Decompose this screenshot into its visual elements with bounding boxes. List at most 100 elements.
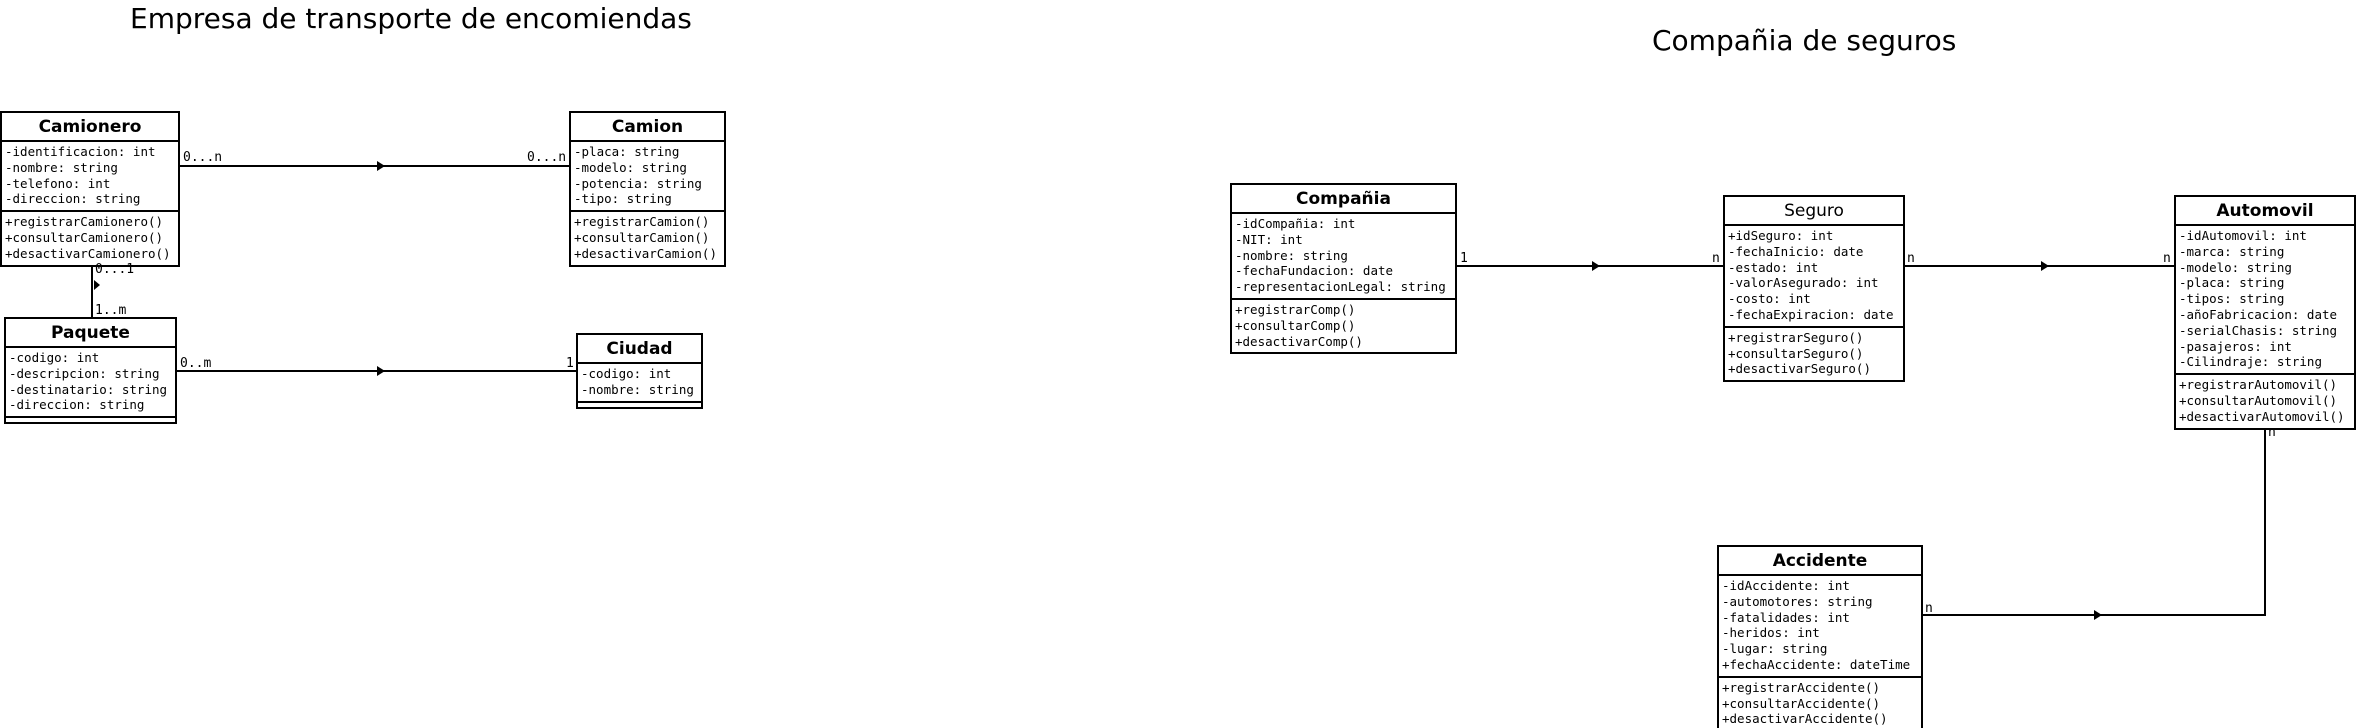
attribute: -modelo: string <box>574 159 687 175</box>
attribute: -automotores: string <box>1722 593 1873 609</box>
automovil-accidente-line <box>1922 425 2266 616</box>
method: +desactivarSeguro() <box>1728 361 1871 377</box>
method: +consultarAutomovil() <box>2179 392 2338 408</box>
class-camionero: Camionero -identificacion: int -nombre: … <box>0 111 180 267</box>
class-automovil: Automovil -idAutomovil: int -marca: stri… <box>2174 195 2356 430</box>
multiplicity-label: 1..m <box>95 303 127 318</box>
multiplicity-label: 1 <box>1460 251 1468 266</box>
attribute: -modelo: string <box>2179 259 2292 275</box>
attribute: -valorAsegurado: int <box>1728 275 1879 291</box>
method: +desactivarAutomovil() <box>2179 408 2345 424</box>
method: +registrarAccidente() <box>1722 679 1881 695</box>
multiplicity-label: 0...1 <box>95 262 135 277</box>
attribute: -serialChasis: string <box>2179 322 2338 338</box>
method: +desactivarComp() <box>1235 333 1363 349</box>
attributes-section: -codigo: int -descripcion: string -desti… <box>6 348 175 419</box>
attribute: -identificacion: int <box>5 144 156 159</box>
attribute: -lugar: string <box>1722 641 1828 657</box>
attribute: -placa: string <box>574 144 680 159</box>
class-name: Camionero <box>2 113 178 142</box>
multiplicity-label: 0..m <box>180 356 212 371</box>
attribute: -nombre: string <box>581 381 694 397</box>
attributes-section: -idCompañia: int -NIT: int -nombre: stri… <box>1232 214 1455 300</box>
class-accidente: Accidente -idAccidente: int -automotores… <box>1717 545 1923 728</box>
multiplicity-label: 0...n <box>183 150 223 165</box>
class-name: Camion <box>571 113 724 142</box>
multiplicity-label: n <box>1712 251 1720 266</box>
class-name: Automovil <box>2176 197 2354 226</box>
attributes-section: -idAutomovil: int -marca: string -modelo… <box>2176 226 2354 376</box>
multiplicity-label: 0...n <box>527 150 567 165</box>
attribute: -idAccidente: int <box>1722 578 1850 593</box>
methods-section: +registrarSeguro() +consultarSeguro() +d… <box>1725 328 1903 380</box>
class-name: Accidente <box>1719 547 1921 576</box>
method: +desactivarAccidente() <box>1722 711 1888 727</box>
diagram-title-transport: Empresa de transporte de encomiendas <box>130 2 692 35</box>
attribute: -idCompañia: int <box>1235 216 1356 231</box>
diagram-title-insurance: Compañia de seguros <box>1652 24 1957 57</box>
attribute: -estado: int <box>1728 259 1819 275</box>
class-compania: Compañia -idCompañia: int -NIT: int -nom… <box>1230 183 1457 355</box>
attribute: -tipo: string <box>574 191 672 207</box>
attribute: -telefono: int <box>5 175 111 191</box>
method: +consultarAccidente() <box>1722 695 1881 711</box>
attribute: +idSeguro: int <box>1728 228 1834 243</box>
attribute: -pasajeros: int <box>2179 338 2292 354</box>
class-name: Paquete <box>6 319 175 348</box>
direction-arrow <box>377 366 385 376</box>
methods-section: +registrarAutomovil() +consultarAutomovi… <box>2176 375 2354 427</box>
direction-arrow <box>2094 610 2102 620</box>
attribute: -placa: string <box>2179 275 2285 291</box>
class-name: Ciudad <box>578 335 701 364</box>
method: +registrarAutomovil() <box>2179 377 2338 393</box>
method: +desactivarCamion() <box>574 245 717 261</box>
multiplicity-label: n <box>2163 251 2171 266</box>
methods-section: +registrarCamionero() +consultarCamioner… <box>2 212 178 264</box>
attribute: -destinatario: string <box>9 381 168 397</box>
methods-section: +registrarCamion() +consultarCamion() +d… <box>571 212 724 264</box>
attribute: -fatalidades: int <box>1722 609 1850 625</box>
attribute: -idAutomovil: int <box>2179 228 2307 243</box>
attribute: -heridos: int <box>1722 625 1820 641</box>
multiplicity-label: n <box>1925 601 1933 616</box>
attributes-section: +idSeguro: int -fechaInicio: date -estad… <box>1725 226 1903 328</box>
attribute: -nombre: string <box>5 159 118 175</box>
attribute: -añoFabricacion: date <box>2179 306 2338 322</box>
multiplicity-label: n <box>2268 425 2276 440</box>
direction-arrow <box>2041 261 2049 271</box>
attribute: -costo: int <box>1728 291 1811 307</box>
attribute: -tipos: string <box>2179 291 2285 307</box>
attribute: -potencia: string <box>574 175 702 191</box>
methods-section <box>578 403 701 407</box>
methods-section <box>6 418 175 422</box>
method: +consultarSeguro() <box>1728 345 1864 361</box>
attribute: -representacionLegal: string <box>1235 279 1446 295</box>
class-name: Compañia <box>1232 185 1455 214</box>
attribute: -fechaFundacion: date <box>1235 263 1394 279</box>
multiplicity-label: 1 <box>566 356 574 371</box>
attributes-section: -codigo: int -nombre: string <box>578 364 701 403</box>
attribute: -Cilindraje: string <box>2179 354 2322 370</box>
attribute: -direccion: string <box>5 191 141 207</box>
class-seguro: Seguro +idSeguro: int -fechaInicio: date… <box>1723 195 1905 383</box>
method: +consultarCamion() <box>574 229 710 245</box>
direction-arrow <box>377 161 385 171</box>
direction-arrow <box>1592 261 1600 271</box>
attribute: -codigo: int <box>581 366 672 381</box>
methods-section: +registrarAccidente() +consultarAccident… <box>1719 678 1921 728</box>
attributes-section: -idAccidente: int -automotores: string -… <box>1719 576 1921 678</box>
attributes-section: -identificacion: int -nombre: string -te… <box>2 142 178 213</box>
method: +registrarCamion() <box>574 214 710 230</box>
class-name: Seguro <box>1725 197 1903 226</box>
attribute: -fechaExpiracion: date <box>1728 306 1894 322</box>
attribute: -nombre: string <box>1235 247 1348 263</box>
direction-arrow <box>94 280 100 290</box>
attribute: -direccion: string <box>9 397 145 413</box>
methods-section: +registrarComp() +consultarComp() +desac… <box>1232 300 1455 352</box>
method: +registrarCamionero() <box>5 214 164 230</box>
attribute: +fechaAccidente: dateTime <box>1722 656 1911 672</box>
attributes-section: -placa: string -modelo: string -potencia… <box>571 142 724 213</box>
method: +registrarSeguro() <box>1728 329 1864 345</box>
method: +consultarCamionero() <box>5 229 164 245</box>
